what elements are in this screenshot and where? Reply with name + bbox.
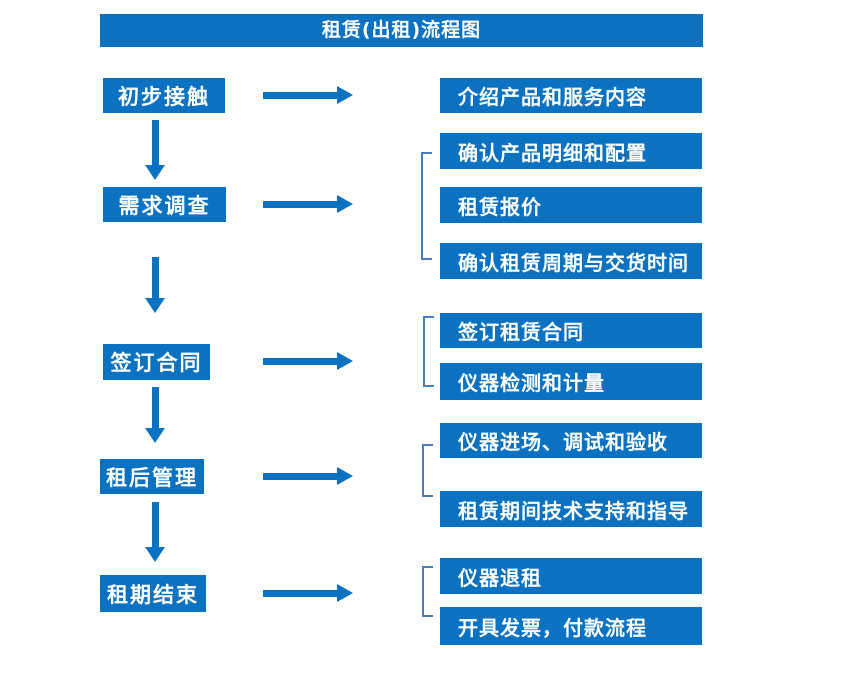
right-arrow-icon <box>263 584 353 602</box>
arrow-shaft <box>263 201 337 208</box>
arrow-head <box>145 165 165 180</box>
arrow-shaft <box>151 257 159 300</box>
detail-box: 仪器进场、调试和验收 <box>440 423 702 458</box>
step-rental-end: 租期结束 <box>100 575 206 612</box>
detail-box: 开具发票，付款流程 <box>440 607 702 645</box>
arrow-head <box>145 547 165 562</box>
down-arrow-icon <box>145 502 165 562</box>
group-bracket <box>423 316 434 387</box>
arrow-shaft <box>151 502 159 549</box>
down-arrow-icon <box>145 257 165 313</box>
flowchart-title: 租赁(出租)流程图 <box>100 14 703 47</box>
right-arrow-icon <box>263 467 353 485</box>
arrow-head <box>337 584 353 602</box>
group-bracket <box>422 566 433 617</box>
detail-box: 仪器检测和计量 <box>440 363 702 400</box>
arrow-shaft <box>151 387 159 430</box>
step-demand-survey: 需求调查 <box>103 187 226 222</box>
group-bracket <box>422 444 433 497</box>
right-arrow-icon <box>263 86 353 104</box>
detail-box: 确认租赁周期与交货时间 <box>440 243 702 279</box>
detail-box: 仪器退租 <box>440 558 702 594</box>
arrow-head <box>337 352 353 370</box>
arrow-shaft <box>263 473 337 480</box>
step-initial-contact: 初步接触 <box>103 78 225 113</box>
arrow-head <box>337 467 353 485</box>
detail-box: 租赁报价 <box>440 187 702 223</box>
arrow-head <box>337 86 353 104</box>
arrow-shaft <box>263 358 337 365</box>
down-arrow-icon <box>145 387 165 443</box>
step-sign-contract: 签订合同 <box>103 344 210 380</box>
right-arrow-icon <box>263 352 353 370</box>
arrow-head <box>145 298 165 313</box>
down-arrow-icon <box>145 120 165 180</box>
group-bracket <box>421 152 432 260</box>
arrow-shaft <box>263 92 337 99</box>
arrow-head <box>337 195 353 213</box>
detail-box: 确认产品明细和配置 <box>440 133 702 169</box>
right-arrow-icon <box>263 195 353 213</box>
arrow-shaft <box>263 590 337 597</box>
detail-box: 签订租赁合同 <box>440 313 702 348</box>
step-post-rental-management: 租后管理 <box>100 459 204 494</box>
arrow-head <box>145 428 165 443</box>
arrow-shaft <box>151 120 159 167</box>
detail-box: 介绍产品和服务内容 <box>440 78 702 113</box>
detail-box: 租赁期间技术支持和指导 <box>440 491 702 527</box>
